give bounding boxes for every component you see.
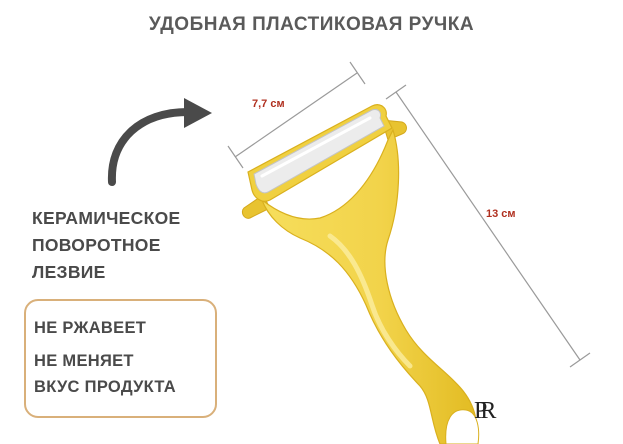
feature-no-rust: НЕ РЖАВЕЕТ [34, 319, 147, 337]
blade-label-line: КЕРАМИЧЕСКОЕ [32, 208, 181, 228]
blade-label: КЕРАМИЧЕСКОЕ ПОВОРОТНОЕ ЛЕЗВИЕ [32, 205, 180, 286]
brand-logo: PR [474, 398, 497, 424]
page-title: УДОБНАЯ ПЛАСТИКОВАЯ РУЧКА [148, 14, 475, 35]
feature-no-taste-change: НЕ МЕНЯЕТ ВКУС ПРОДУКТА [34, 348, 176, 400]
dimension-line-icon [227, 61, 366, 169]
ceramic-blade [253, 109, 385, 194]
peeler [241, 104, 480, 444]
blade-label-line: ЛЕЗВИЕ [32, 262, 106, 282]
arrowhead-icon [184, 98, 212, 128]
feature-line: НЕ МЕНЯЕТ [34, 352, 134, 370]
feature-line: ВКУС ПРОДУКТА [34, 378, 176, 396]
curved-arrow-icon [107, 108, 192, 186]
length-dimension-label: 13 см [486, 208, 516, 220]
features-box [24, 299, 217, 418]
dimension-line-icon [385, 84, 591, 368]
blade-label-line: ПОВОРОТНОЕ [32, 235, 161, 255]
width-dimension-label: 7,7 см [252, 98, 285, 110]
